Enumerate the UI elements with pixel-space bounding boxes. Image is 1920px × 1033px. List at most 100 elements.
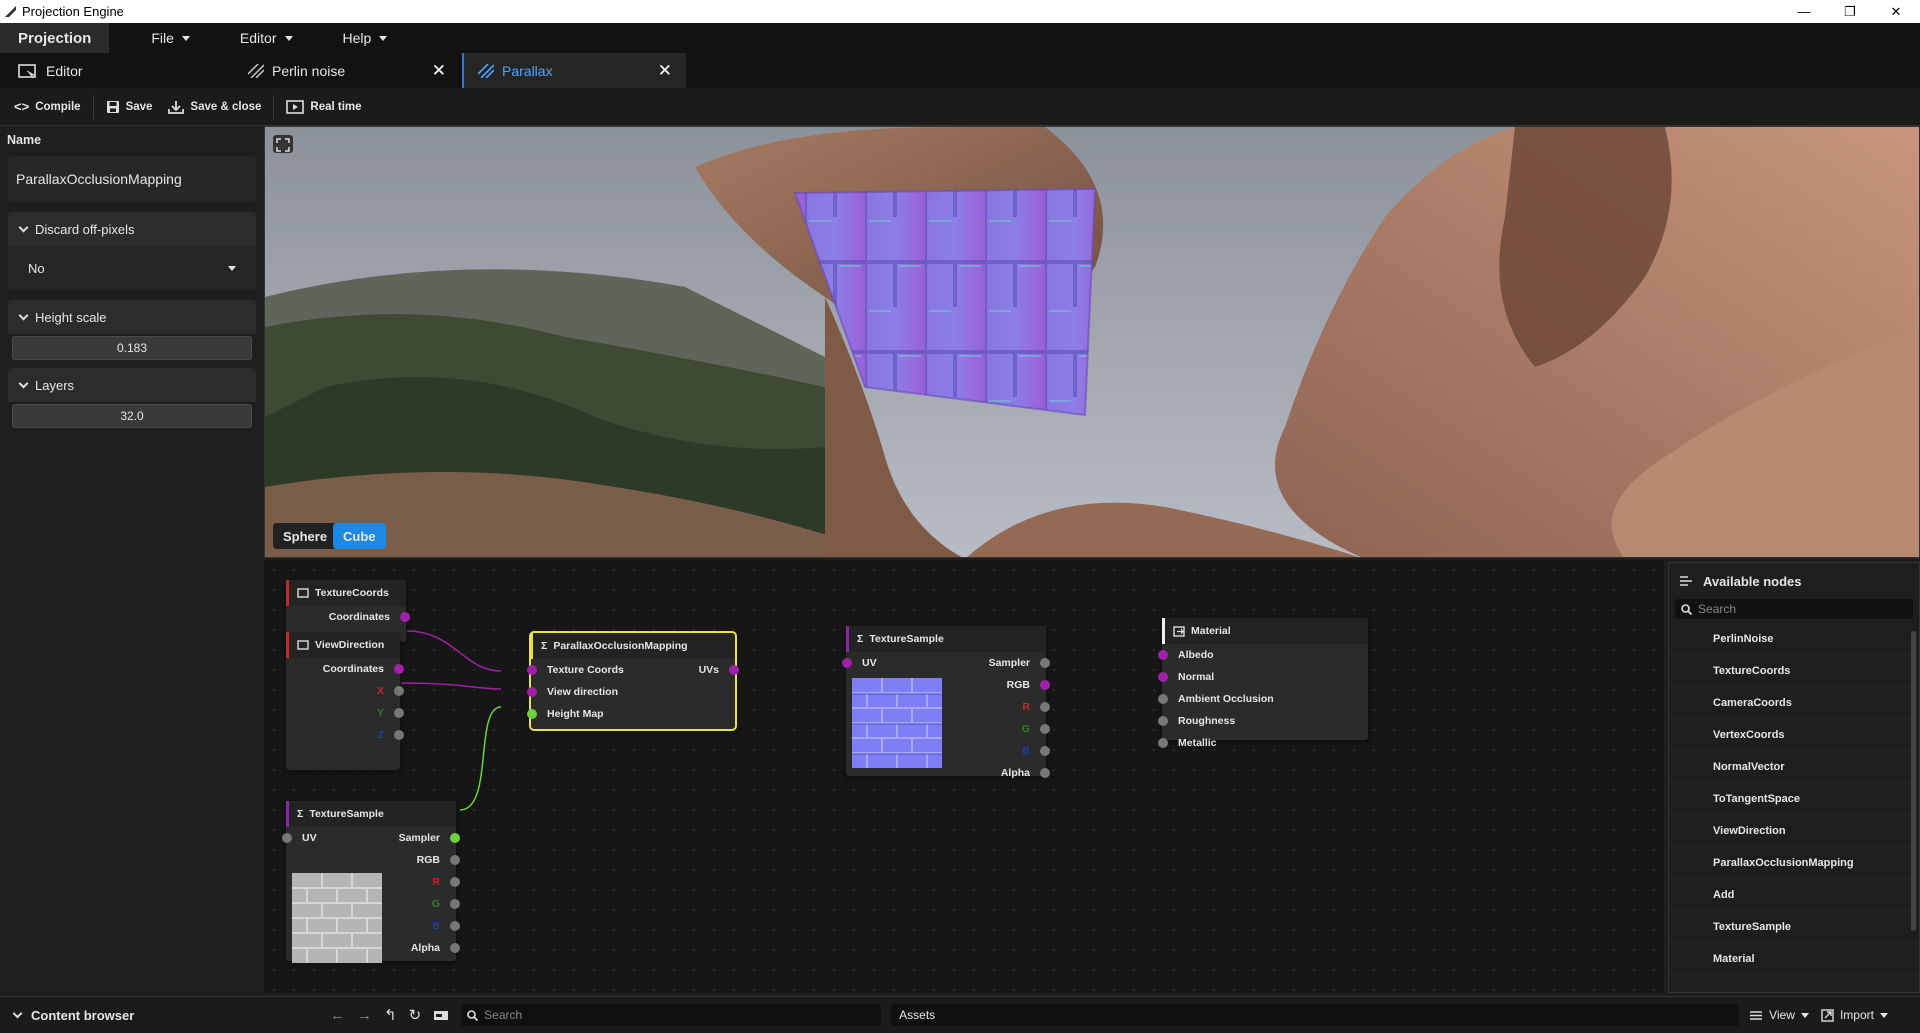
close-icon: ✕ <box>1890 3 1902 19</box>
output-label: G <box>1021 723 1030 735</box>
available-node-item[interactable]: PerlinNoise <box>1669 623 1919 655</box>
output-pin[interactable] <box>450 899 460 909</box>
output-pin[interactable] <box>1040 658 1050 668</box>
save-icon <box>106 100 119 113</box>
input-pin[interactable] <box>527 709 537 719</box>
tab-editor-label: Editor <box>46 62 83 79</box>
tab-editor[interactable]: Editor <box>0 53 230 88</box>
output-pin[interactable] <box>1040 702 1050 712</box>
node-material[interactable]: Material Albedo Normal Ambient Occlusion… <box>1158 618 1368 749</box>
content-search-input[interactable]: Search <box>461 1004 882 1026</box>
back-arrow-icon[interactable]: ← <box>330 1006 345 1024</box>
compile-button[interactable]: <> Compile <box>0 88 89 126</box>
folder-icon[interactable] <box>433 1009 449 1021</box>
available-node-item[interactable]: VertexCoords <box>1669 719 1919 751</box>
refresh-icon[interactable]: ↻ <box>408 1007 422 1024</box>
close-window-button[interactable]: ✕ <box>1873 0 1919 23</box>
realtime-button[interactable]: Real time <box>278 88 369 126</box>
output-pin[interactable] <box>1040 724 1050 734</box>
node-output-row: B <box>286 915 460 937</box>
name-field[interactable]: ParallaxOcclusionMapping <box>8 156 256 202</box>
node-texturecoords[interactable]: TextureCoords Coordinates <box>286 580 410 642</box>
search-icon <box>467 1009 479 1021</box>
available-node-item[interactable]: ViewDirection <box>1669 815 1919 847</box>
close-tab-icon[interactable]: ✕ <box>431 60 446 80</box>
available-node-item[interactable]: ToTangentSpace <box>1669 783 1919 815</box>
maximize-button[interactable]: ❐ <box>1827 0 1873 23</box>
output-pin[interactable] <box>450 921 460 931</box>
output-pin[interactable] <box>394 730 404 740</box>
close-tab-icon[interactable]: ✕ <box>657 60 672 80</box>
input-pin[interactable] <box>1158 650 1168 660</box>
output-pin[interactable] <box>729 665 739 675</box>
available-nodes-scrollbar[interactable] <box>1911 631 1916 931</box>
cube-button[interactable]: Cube <box>333 523 386 549</box>
discard-select[interactable]: No <box>8 246 256 290</box>
output-label: B <box>1022 745 1030 757</box>
node-viewdirection[interactable]: ViewDirection Coordinates X Y Z <box>286 632 404 770</box>
forward-arrow-icon[interactable]: → <box>357 1006 372 1024</box>
input-pin[interactable] <box>1158 716 1168 726</box>
available-node-item[interactable]: CameraCoords <box>1669 687 1919 719</box>
output-pin[interactable] <box>394 664 404 674</box>
preview-viewport[interactable]: Sphere Cube <box>264 126 1920 558</box>
layers-section-header[interactable]: Layers <box>8 368 256 402</box>
content-browser-toggle[interactable]: Content browser <box>0 1008 320 1023</box>
available-node-item[interactable]: Add <box>1669 879 1919 911</box>
import-dropdown[interactable]: Import <box>1821 1008 1888 1022</box>
list-icon <box>1750 1010 1763 1020</box>
menu-file[interactable]: File <box>127 23 216 53</box>
input-label: Albedo <box>1178 649 1214 661</box>
return-icon[interactable]: ↰ <box>384 1007 397 1024</box>
height-scale-label: Height scale <box>35 309 107 325</box>
output-pin[interactable] <box>394 686 404 696</box>
menu-help[interactable]: Help <box>319 23 414 53</box>
output-pin[interactable] <box>1040 680 1050 690</box>
input-pin[interactable] <box>527 665 537 675</box>
output-pin[interactable] <box>400 612 410 622</box>
save-button[interactable]: Save <box>98 88 161 126</box>
minimize-button[interactable]: — <box>1781 0 1827 23</box>
output-pin[interactable] <box>1040 768 1050 778</box>
caret-down-icon <box>379 35 388 41</box>
available-node-item[interactable]: ParallaxOcclusionMapping <box>1669 847 1919 879</box>
node-output-row: Z <box>286 724 404 746</box>
output-pin[interactable] <box>1040 746 1050 756</box>
content-path-field[interactable]: Assets <box>891 1004 1740 1026</box>
discard-section-header[interactable]: Discard off-pixels <box>8 212 256 246</box>
view-dropdown[interactable]: View <box>1749 1008 1809 1022</box>
available-node-item[interactable]: NormalVector <box>1669 751 1919 783</box>
available-node-item[interactable]: Material <box>1669 943 1919 975</box>
input-pin[interactable] <box>1158 694 1168 704</box>
input-pin[interactable] <box>842 658 852 668</box>
layers-input[interactable]: 32.0 <box>12 404 252 428</box>
save-close-button[interactable]: Save & close <box>160 88 269 126</box>
height-scale-section-header[interactable]: Height scale <box>8 300 256 334</box>
input-pin[interactable] <box>282 833 292 843</box>
output-pin[interactable] <box>450 943 460 953</box>
node-graph[interactable]: TextureCoords Coordinates ViewDirection … <box>264 560 1664 993</box>
node-search-input[interactable]: Search <box>1675 599 1913 619</box>
available-node-item[interactable]: TextureSample <box>1669 911 1919 943</box>
node-header: TextureCoords <box>286 580 406 606</box>
tab-parallax[interactable]: Parallax ✕ <box>462 53 686 88</box>
output-pin[interactable] <box>450 833 460 843</box>
node-output-row: X <box>286 680 404 702</box>
tab-perlin-noise[interactable]: Perlin noise ✕ <box>230 53 460 88</box>
input-pin[interactable] <box>1158 738 1168 748</box>
sphere-button[interactable]: Sphere <box>273 523 338 549</box>
output-pin[interactable] <box>394 708 404 718</box>
height-scale-input[interactable]: 0.183 <box>12 336 252 360</box>
available-node-item[interactable]: TextureCoords <box>1669 655 1919 687</box>
toolbar: <> Compile Save Save & close Real time <box>0 88 1920 126</box>
available-nodes-header: Available nodes <box>1669 563 1919 599</box>
output-pin[interactable] <box>450 877 460 887</box>
node-parallaxocclusionmapping[interactable]: Σ ParallaxOcclusionMapping Texture Coord… <box>527 631 739 731</box>
output-pin[interactable] <box>450 855 460 865</box>
input-pin[interactable] <box>1158 672 1168 682</box>
node-output-row: G <box>846 718 1050 740</box>
menu-editor[interactable]: Editor <box>216 23 319 53</box>
input-pin[interactable] <box>527 687 537 697</box>
